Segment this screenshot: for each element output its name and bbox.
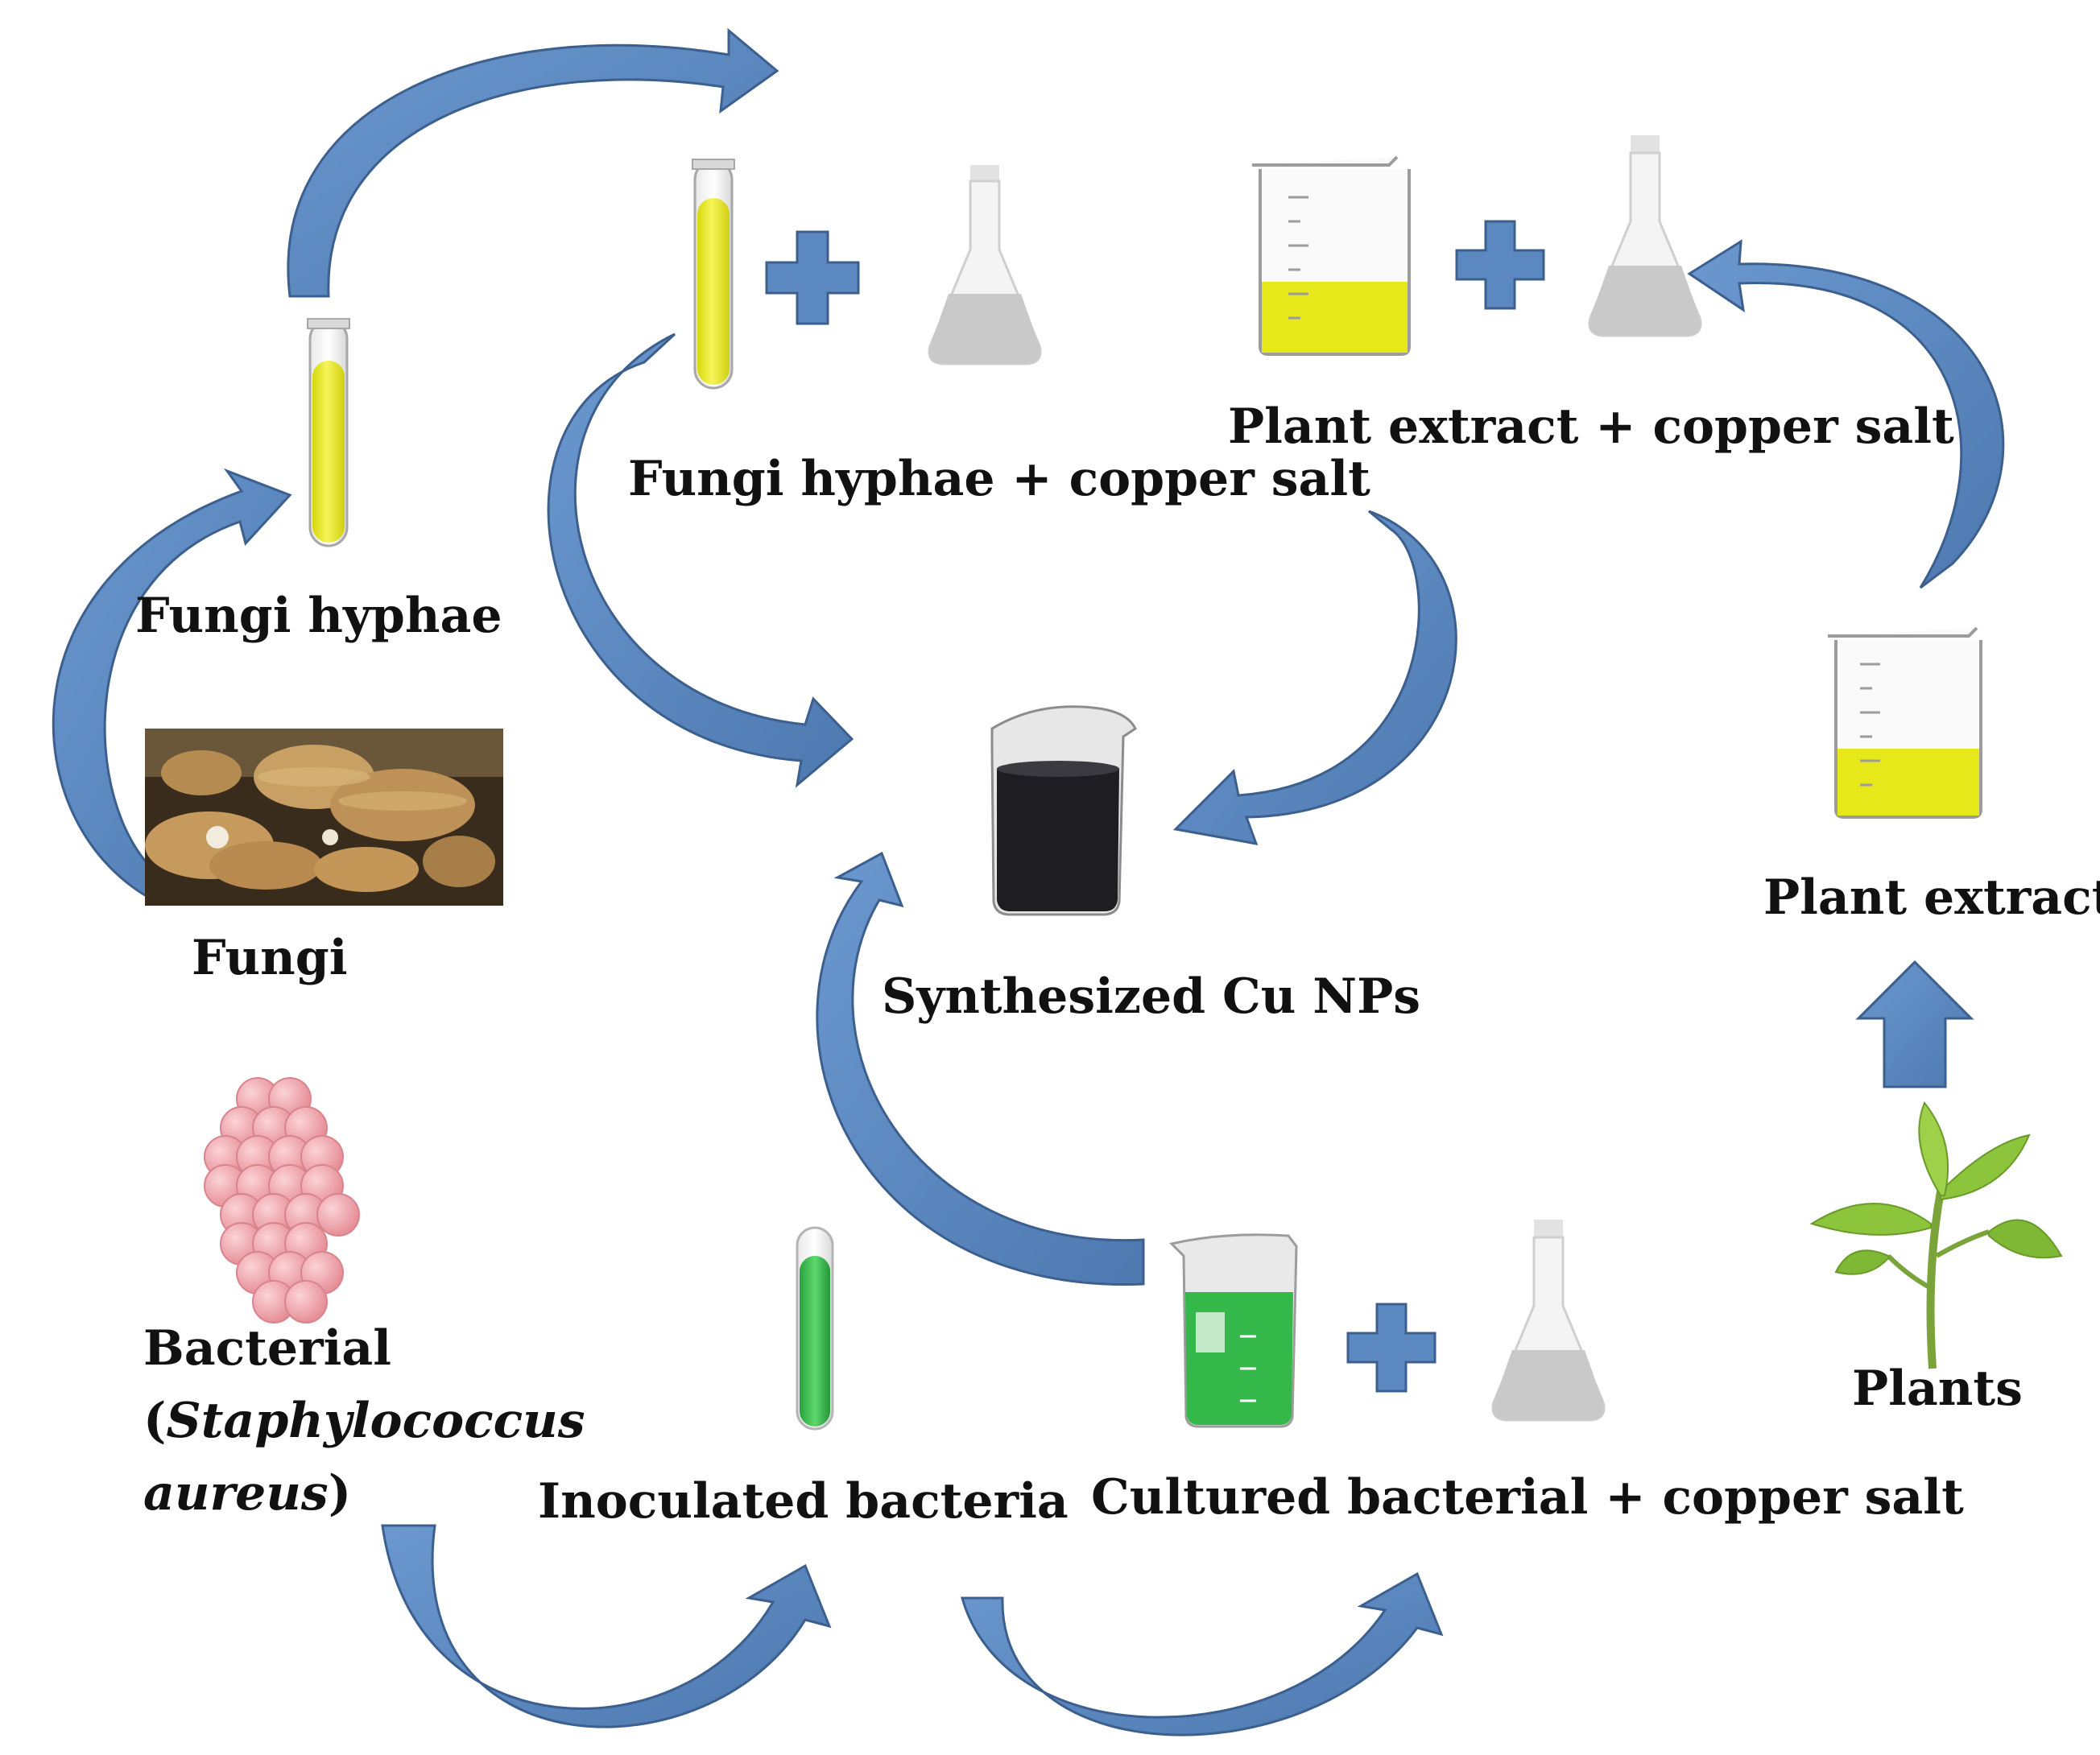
beaker-icon — [990, 705, 1137, 916]
plus-icon — [1455, 220, 1545, 310]
label-bacterial-genus: (Staphylococcus — [143, 1393, 585, 1449]
flask-icon — [1588, 135, 1702, 337]
arrow-hyphae-to-mixture — [287, 27, 779, 298]
label-bacterial: Bacterial — [143, 1320, 391, 1377]
arrow-bacteria-to-inoculated — [381, 1524, 832, 1728]
test-tube-icon — [796, 1226, 834, 1431]
plus-icon — [1346, 1303, 1437, 1393]
arrow-plant-extract-to-mixture — [1687, 239, 2005, 589]
label-bacterial-species: aureus) — [143, 1465, 351, 1522]
label-plants: Plants — [1852, 1361, 2023, 1417]
flask-icon — [1491, 1220, 1606, 1422]
label-fungi-hyphae-copper-salt: Fungi hyphae + copper salt — [628, 451, 1370, 507]
arrow-inoculated-to-cultured — [961, 1571, 1444, 1736]
beaker-icon — [1169, 1233, 1298, 1428]
label-inoculated-bacteria: Inoculated bacteria — [538, 1473, 1069, 1530]
arrow-fungi-mixture-to-nps — [547, 332, 854, 788]
arrow-cultured-to-nps — [816, 851, 1145, 1286]
arrow-plants-to-extract — [1855, 960, 1974, 1088]
label-plant-extract: Plant extract — [1763, 869, 2100, 926]
label-cultured-bacterial-copper-salt: Cultured bacterial + copper salt — [1091, 1469, 1964, 1526]
bacteria-cell — [316, 1193, 360, 1237]
beaker-icon — [1252, 155, 1411, 356]
plus-icon — [765, 230, 860, 325]
plant-seedling-icon — [1809, 1101, 2063, 1369]
arrow-plant-mixture-to-nps — [1172, 510, 1457, 845]
label-fungi: Fungi — [192, 930, 348, 986]
arrow-fungi-to-hyphae — [52, 468, 292, 900]
label-plant-extract-copper-salt: Plant extract + copper salt — [1228, 398, 1954, 455]
test-tube-icon — [307, 318, 350, 547]
label-fungi-hyphae: Fungi hyphae — [135, 588, 502, 644]
label-synthesized-cu-nps: Synthesized Cu NPs — [882, 968, 1420, 1025]
flask-icon — [928, 165, 1042, 365]
bacteria-cell — [284, 1280, 328, 1323]
test-tube-icon — [692, 159, 735, 390]
mushroom-photo — [145, 729, 503, 906]
bacteria-cluster-icon — [204, 1077, 360, 1323]
beaker-icon — [1828, 626, 1982, 819]
